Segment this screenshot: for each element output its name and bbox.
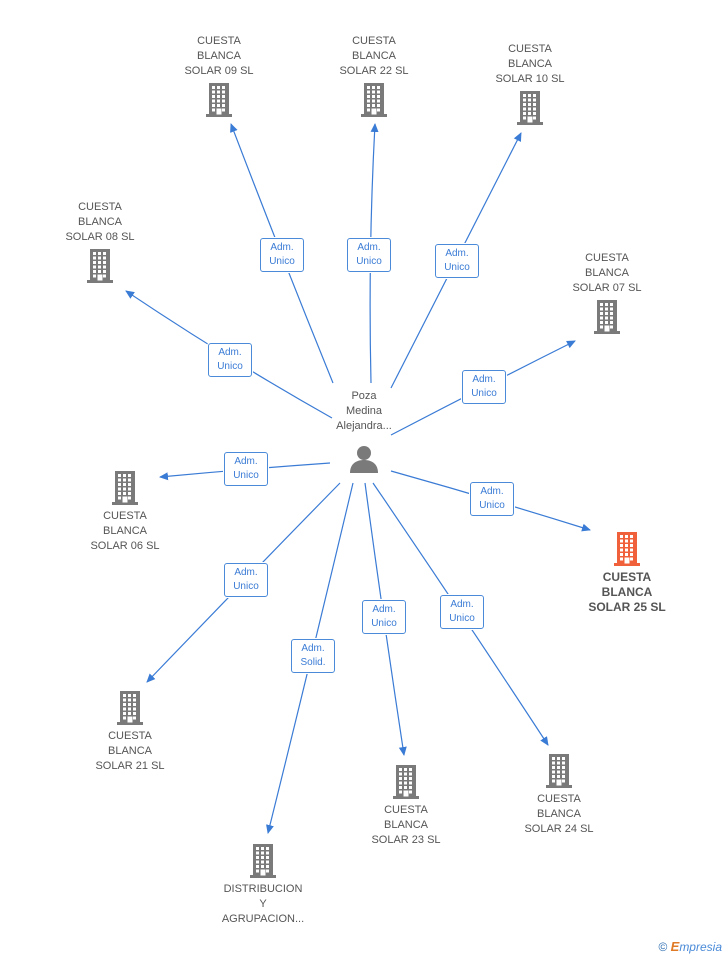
building-icon — [499, 754, 619, 788]
company-label: CUESTA BLANCA SOLAR 25 SL — [588, 570, 666, 614]
company-node-solar09[interactable]: CUESTA BLANCA SOLAR 09 SL — [159, 34, 279, 117]
company-label: CUESTA BLANCA SOLAR 06 SL — [90, 510, 160, 552]
role-badge-solar09[interactable]: Adm. Unico — [260, 238, 304, 272]
company-node-solar08[interactable]: CUESTA BLANCA SOLAR 08 SL — [40, 200, 160, 283]
company-label: CUESTA BLANCA SOLAR 24 SL — [524, 793, 594, 835]
building-icon — [547, 300, 667, 334]
building-icon — [70, 691, 190, 725]
role-badge-distrib[interactable]: Adm. Solid. — [291, 639, 335, 673]
company-label: CUESTA BLANCA SOLAR 22 SL — [339, 35, 409, 77]
company-label: DISTRIBUCION Y AGRUPACION... — [221, 883, 305, 925]
company-label: CUESTA BLANCA SOLAR 08 SL — [65, 201, 135, 243]
company-node-solar22[interactable]: CUESTA BLANCA SOLAR 22 SL — [314, 34, 434, 117]
building-icon — [567, 532, 687, 566]
person-node[interactable]: Poza Medina Alejandra... — [314, 389, 414, 474]
company-node-solar07[interactable]: CUESTA BLANCA SOLAR 07 SL — [547, 251, 667, 334]
company-node-distrib[interactable]: DISTRIBUCION Y AGRUPACION... — [203, 844, 323, 927]
brand-name: mpresia — [679, 940, 722, 954]
role-badge-solar21[interactable]: Adm. Unico — [224, 563, 268, 597]
person-label: Poza Medina Alejandra... — [336, 390, 392, 432]
role-badge-solar25[interactable]: Adm. Unico — [470, 482, 514, 516]
building-icon — [470, 91, 590, 125]
building-icon — [346, 765, 466, 799]
building-icon — [40, 249, 160, 283]
company-node-solar23[interactable]: CUESTA BLANCA SOLAR 23 SL — [346, 765, 466, 848]
role-badge-solar10[interactable]: Adm. Unico — [435, 244, 479, 278]
company-label: CUESTA BLANCA SOLAR 09 SL — [184, 35, 254, 77]
company-node-solar25[interactable]: CUESTA BLANCA SOLAR 25 SL — [567, 532, 687, 615]
building-icon — [159, 83, 279, 117]
company-label: CUESTA BLANCA SOLAR 07 SL — [572, 252, 642, 294]
person-icon — [350, 446, 378, 473]
brand-logo: © Empresia — [658, 939, 722, 954]
company-node-solar24[interactable]: CUESTA BLANCA SOLAR 24 SL — [499, 754, 619, 837]
role-badge-solar07[interactable]: Adm. Unico — [462, 370, 506, 404]
brand-initial: E — [670, 939, 680, 954]
role-badge-solar24[interactable]: Adm. Unico — [440, 595, 484, 629]
role-badge-solar06[interactable]: Adm. Unico — [224, 452, 268, 486]
building-icon — [314, 83, 434, 117]
company-label: CUESTA BLANCA SOLAR 10 SL — [495, 43, 565, 85]
company-label: CUESTA BLANCA SOLAR 21 SL — [95, 730, 165, 772]
company-node-solar06[interactable]: CUESTA BLANCA SOLAR 06 SL — [65, 471, 185, 554]
role-badge-solar23[interactable]: Adm. Unico — [362, 600, 406, 634]
company-node-solar21[interactable]: CUESTA BLANCA SOLAR 21 SL — [70, 691, 190, 774]
building-icon — [203, 844, 323, 878]
role-badge-solar08[interactable]: Adm. Unico — [208, 343, 252, 377]
company-label: CUESTA BLANCA SOLAR 23 SL — [371, 804, 441, 846]
building-icon — [65, 471, 185, 505]
role-badge-solar22[interactable]: Adm. Unico — [347, 238, 391, 272]
copyright-symbol: © — [658, 940, 668, 954]
company-node-solar10[interactable]: CUESTA BLANCA SOLAR 10 SL — [470, 42, 590, 125]
